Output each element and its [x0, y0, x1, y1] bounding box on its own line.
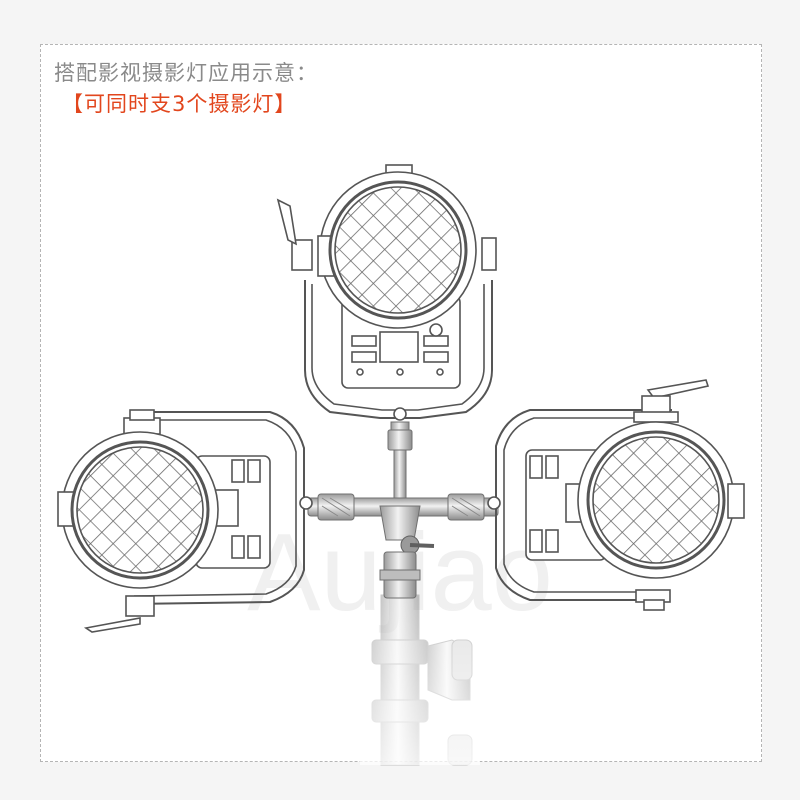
page-title: 搭配影视摄影灯应用示意： [54, 61, 318, 85]
top-light [276, 164, 497, 421]
right-light [487, 379, 745, 611]
cross-bar-mount [307, 421, 499, 599]
page-subtitle: 【可同时支3个摄影灯】 [62, 92, 297, 116]
left-light [57, 409, 313, 633]
